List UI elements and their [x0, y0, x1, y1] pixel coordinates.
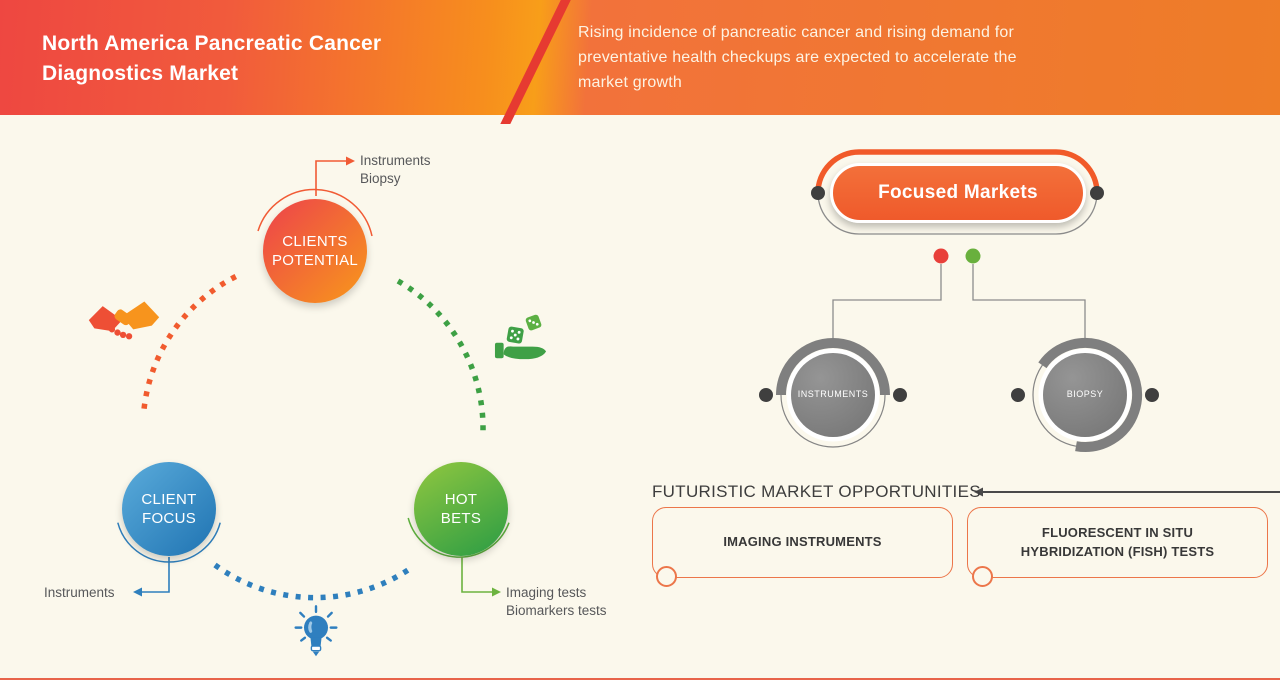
- dice-hand-icon: [494, 314, 547, 360]
- page-title: North America Pancreatic Cancer Diagnost…: [42, 32, 382, 86]
- card-corner-ring-left: [656, 566, 677, 587]
- red-dot: [933, 248, 949, 264]
- opportunity-card-imaging-instruments: IMAGING INSTRUMENTS: [652, 507, 953, 578]
- client-focus-callout: Instruments: [44, 585, 115, 600]
- client-focus-circle: CLIENT FOCUS: [122, 462, 216, 556]
- header-subtitle: Rising incidence of pancreatic cancer an…: [578, 24, 1017, 91]
- lightbulb-icon: [294, 605, 338, 657]
- hot-bets-circle: HOT BETS: [414, 462, 508, 556]
- hot-bets-callout: Imaging tests Biomarkers tests: [506, 585, 607, 618]
- opportunities-heading: FUTURISTIC MARKET OPPORTUNITIES: [652, 482, 981, 501]
- opportunity-card-fish-tests: FLUORESCENT IN SITU HYBRIDIZATION (FISH)…: [967, 507, 1268, 578]
- focused-markets-pill: Focused Markets: [830, 163, 1086, 223]
- handshake-icon: [88, 301, 160, 340]
- biopsy-label: BIOPSY: [1066, 389, 1104, 399]
- green-dot: [965, 248, 981, 264]
- instruments-label: INSTRUMENTS: [797, 389, 869, 399]
- dotted-arc-blue: [213, 562, 410, 601]
- dotted-arc-green: [396, 278, 486, 432]
- bottom-border: [0, 678, 1280, 680]
- card-corner-ring-right: [972, 566, 993, 587]
- header-banner: North America Pancreatic Cancer Diagnost…: [0, 0, 1280, 124]
- clients-potential-circle: CLIENTS POTENTIAL: [263, 199, 367, 303]
- clients-potential-callout: Instruments Biopsy: [360, 153, 431, 186]
